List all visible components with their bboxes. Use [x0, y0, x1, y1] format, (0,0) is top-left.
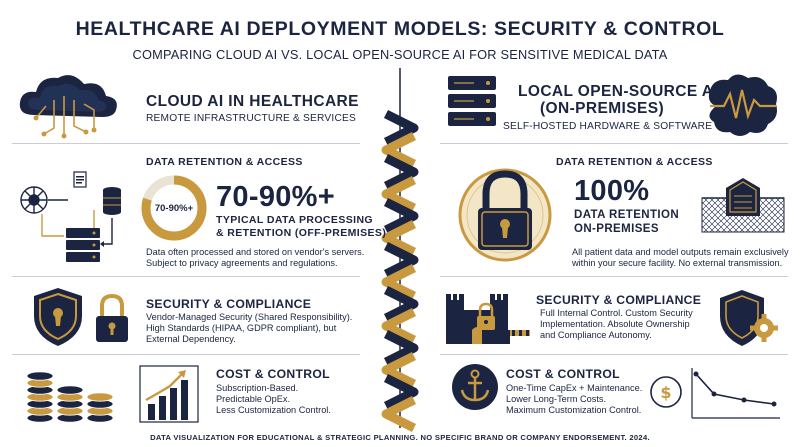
shield-lock-icon — [34, 288, 128, 346]
right-retention-caption-1: DATA RETENTION — [574, 209, 680, 221]
server-brain-icon — [448, 76, 496, 126]
chain-link — [381, 131, 417, 169]
data-network-icon — [20, 171, 121, 262]
coin — [26, 371, 54, 381]
right-security-line-3: and Compliance Autonomy. — [540, 330, 652, 340]
chain-link — [383, 373, 419, 411]
right-cost-line-3: Maximum Customization Control. — [506, 405, 642, 415]
left-cost-line-2: Predictable OpEx. — [216, 394, 291, 404]
left-retention-body-2: Subject to privacy agreements and regula… — [146, 258, 338, 268]
ring-label: 70-90%+ — [154, 203, 194, 214]
right-security-line-1: Full Internal Control. Custom Security — [540, 308, 693, 318]
chain-link — [383, 153, 419, 191]
svg-text:$: $ — [660, 383, 671, 402]
brain-circuit-icon — [708, 74, 777, 136]
left-retention-caption-1: TYPICAL DATA PROCESSING — [216, 214, 373, 226]
coin — [56, 385, 84, 395]
right-subheading: SELF-HOSTED HARDWARE & SOFTWARE — [503, 121, 713, 132]
right-retention-heading: DATA RETENTION & ACCESS — [556, 156, 713, 168]
right-cost-line-2: Lower Long-Term Costs. — [506, 394, 607, 404]
castle-fortress-icon — [446, 294, 530, 344]
chain-link — [383, 285, 419, 323]
footer-note: DATA VISUALIZATION FOR EDUCATIONAL & STR… — [150, 433, 650, 442]
chain-link — [381, 395, 417, 433]
left-cost-heading: COST & CONTROL — [216, 367, 330, 381]
anchor-cost-icon — [452, 364, 498, 410]
chain-link — [381, 175, 417, 213]
retention-ring-icon — [141, 175, 207, 241]
right-retention-caption-2: ON-PREMISES — [574, 223, 659, 235]
coin — [86, 392, 114, 402]
declining-cost-chart-icon: $ — [650, 368, 780, 419]
right-security-line-2: Implementation. Absolute Ownership — [540, 319, 690, 329]
left-cost-line-1: Subscription-Based. — [216, 383, 299, 393]
right-divider-1 — [440, 143, 788, 144]
chain-link — [383, 241, 419, 279]
chain-link — [381, 263, 417, 301]
right-retention-body-2: within your secure facility. No external… — [572, 258, 783, 268]
right-retention-value: 100% — [574, 175, 650, 207]
right-divider-3 — [440, 354, 788, 355]
left-divider-3 — [12, 354, 360, 355]
padlock-icon — [458, 168, 552, 262]
left-security-line-1: Vendor-Managed Security (Shared Responsi… — [146, 312, 353, 322]
chain-divider-icon — [381, 68, 419, 433]
chain-link — [381, 307, 417, 345]
left-heading: CLOUD AI IN HEALTHCARE — [146, 93, 359, 110]
right-cost-heading: COST & CONTROL — [506, 367, 620, 381]
right-security-heading: SECURITY & COMPLIANCE — [536, 293, 702, 307]
cloud-circuit-icon — [19, 75, 117, 139]
chain-link — [383, 329, 419, 367]
left-divider-1 — [12, 143, 360, 144]
right-cost-line-1: One-Time CapEx + Maintenance. — [506, 383, 643, 393]
coins-chart-icon — [26, 365, 199, 423]
left-retention-caption-2: & RETENTION (OFF-PREMISES) — [216, 227, 387, 239]
left-security-line-2: High Standards (HIPAA, GDPR compliant), … — [146, 323, 337, 333]
right-heading-1: LOCAL OPEN-SOURCE AI — [518, 83, 719, 100]
left-retention-heading: DATA RETENTION & ACCESS — [146, 156, 303, 168]
left-security-heading: SECURITY & COMPLIANCE — [146, 297, 312, 311]
shield-gear-icon — [720, 290, 778, 346]
left-subheading: REMOTE INFRASTRUCTURE & SERVICES — [146, 113, 356, 124]
left-retention-body-1: Data often processed and stored on vendo… — [146, 247, 365, 257]
secure-datacenter-icon — [701, 178, 785, 233]
left-retention-value: 70-90%+ — [216, 181, 335, 213]
page-title: HEALTHCARE AI DEPLOYMENT MODELS: SECURIT… — [75, 18, 725, 40]
right-retention-body-1: All patient data and model outputs remai… — [572, 247, 789, 257]
chain-link — [381, 351, 417, 389]
page-subtitle: COMPARING CLOUD AI VS. LOCAL OPEN-SOURCE… — [132, 47, 668, 62]
left-security-line-3: External Dependency. — [146, 334, 236, 344]
chain-link — [383, 197, 419, 235]
right-heading-2: (ON-PREMISES) — [540, 100, 665, 117]
left-cost-line-3: Less Customization Control. — [216, 405, 331, 415]
chain-link — [383, 109, 419, 147]
left-divider-2 — [12, 276, 360, 277]
chain-link — [381, 219, 417, 257]
right-divider-2 — [440, 276, 788, 277]
